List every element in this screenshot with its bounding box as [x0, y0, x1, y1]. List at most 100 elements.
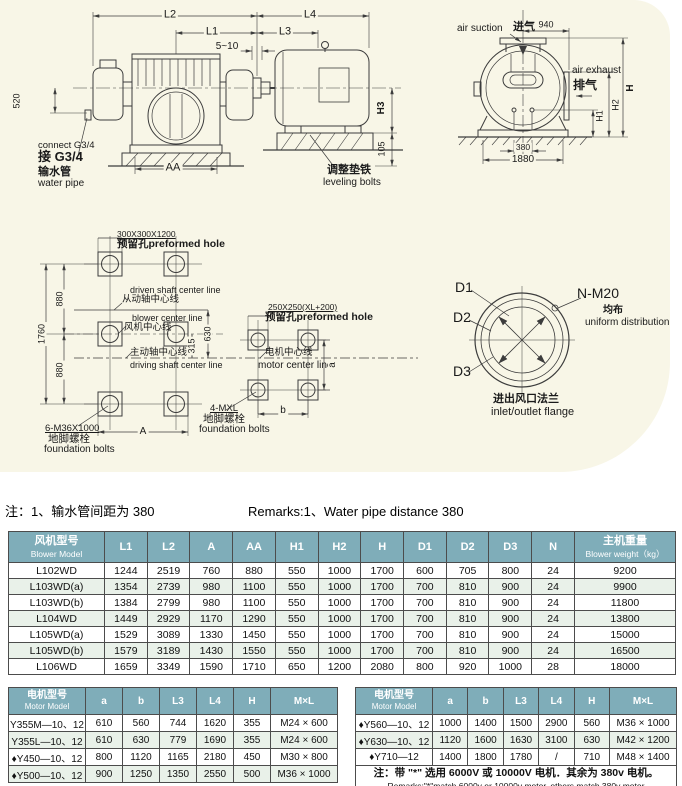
table-cell: M30 × 800	[270, 748, 338, 766]
table-cell: 550	[274, 562, 319, 579]
column-header: A	[189, 531, 234, 563]
table-cell: 355	[233, 731, 271, 749]
blower-center-cn-label: 风机中心线	[124, 322, 172, 333]
table-cell: 2929	[146, 610, 191, 627]
driven-shaft-cn-label: 从动轴中心线	[122, 294, 180, 305]
bolt-spec-n-m20-label: N-M20	[577, 285, 620, 301]
water-pipe-en-label: water pipe	[38, 178, 85, 189]
foundation-bolt-spec-right: 4-MXL	[210, 403, 238, 414]
table-cell: 1250	[122, 765, 160, 783]
table-cell: 1000	[317, 642, 362, 659]
water-pipe-cn-label: 输水管	[38, 166, 71, 178]
table-cell: 1500	[502, 714, 540, 732]
driven-shaft-en-label: driven shaft center line	[130, 285, 221, 295]
table-cell: 980	[189, 578, 234, 595]
model-cell: ♦Y630—10、12	[355, 731, 433, 749]
table-cell: 1330	[189, 626, 234, 643]
table-cell: 800	[85, 748, 123, 766]
column-header: L4	[538, 687, 575, 715]
dim-380-label: 380	[513, 141, 533, 152]
table-cell: 1000	[431, 714, 469, 732]
foundation-bolt-spec-left: 6-M36X1000	[45, 423, 100, 434]
column-header: D2	[445, 531, 490, 563]
table-cell: 1120	[122, 748, 160, 766]
column-header: D3	[488, 531, 533, 563]
driving-shaft-en-label: driving shaft center line	[130, 360, 223, 370]
table-cell: 1590	[189, 658, 234, 675]
table-cell: 705	[445, 562, 490, 579]
dim-105-label: 105	[376, 141, 387, 157]
table-cell: 700	[403, 594, 447, 611]
dim-h1-label: H1	[594, 110, 605, 122]
air-suction-en-label: air suction	[457, 23, 503, 34]
model-cell: Y355L—10、12	[8, 731, 86, 749]
air-suction-cn-label: 进气	[513, 21, 535, 33]
dim-b-label: b	[278, 405, 288, 416]
table-cell: M24 × 600	[270, 714, 338, 732]
table-cell: 1780	[502, 748, 540, 766]
table-cell: 900	[488, 578, 533, 595]
column-header: L3	[159, 687, 197, 715]
flange-drawing: D1 D2 D3 N-M20 均布 uniform distribution 进…	[425, 252, 675, 434]
column-header: H1	[274, 531, 319, 563]
dim-l4-label: L4	[301, 8, 319, 21]
table-cell: 28	[531, 658, 575, 675]
foundation-bolt-cn-right: 地脚螺栓	[203, 413, 245, 425]
column-header: D1	[403, 531, 447, 563]
table-cell: 1000	[317, 578, 362, 595]
dim-630-label: 630	[202, 324, 213, 344]
dim-1880-label: 1880	[509, 154, 537, 165]
flange-caption-en: inlet/outlet flange	[491, 406, 575, 418]
header-en: Motor Model	[24, 702, 70, 712]
table-cell: 900	[488, 626, 533, 643]
uniform-cn-label: 均布	[603, 305, 623, 316]
table-cell: 550	[274, 626, 319, 643]
connect-cn-label: 接 G3/4	[38, 149, 83, 164]
note-row: 注：带 "*" 选用 6000V 或 10000V 电机．其余为 380v 电机…	[355, 765, 677, 786]
dim-1760-label: 1760	[36, 321, 47, 347]
table-cell: 700	[403, 626, 447, 643]
table-cell: 810	[445, 642, 490, 659]
table-cell: 15000	[574, 626, 676, 643]
table-cell: 18000	[574, 658, 676, 675]
table-cell: 9200	[574, 562, 676, 579]
table-cell: 560	[573, 714, 611, 732]
column-header: H	[233, 687, 271, 715]
table-cell: 1170	[189, 610, 234, 627]
table-cell: 2180	[196, 748, 234, 766]
dim-880-bottom-label: 880	[54, 360, 65, 380]
dim-940-label: 940	[536, 19, 556, 30]
leveling-cn-label: 调整垫铁	[327, 164, 371, 176]
model-cell: L104WD	[8, 610, 105, 627]
table-cell: 1800	[467, 748, 504, 766]
table-cell: 1620	[196, 714, 234, 732]
table-cell: 1100	[232, 594, 276, 611]
table-cell: M36 × 1000	[609, 714, 677, 732]
table-cell: 2900	[538, 714, 575, 732]
table-cell: 2519	[146, 562, 191, 579]
table-cell: 900	[488, 610, 533, 627]
table-cell: 1000	[317, 610, 362, 627]
foundation-bolt-en-left: foundation bolts	[44, 444, 115, 455]
foundation-plan-drawing: 300X300X1200 预留孔preformed hole driven sh…	[18, 224, 438, 470]
table-cell: 810	[445, 578, 490, 595]
table-cell: 630	[122, 731, 160, 749]
table-cell: 24	[531, 578, 575, 595]
table-cell: 1690	[196, 731, 234, 749]
table-cell: 880	[232, 562, 276, 579]
table-cell: 550	[274, 610, 319, 627]
table-cell: 1700	[360, 610, 405, 627]
dim-aa-label: AA	[163, 161, 183, 174]
dim-315-label: 315	[186, 336, 197, 356]
table-cell: 3189	[146, 642, 191, 659]
table-cell: 900	[488, 594, 533, 611]
table-cell: 900	[488, 642, 533, 659]
table-note-en: Remarks:"*"match 6000v or 10000v motor, …	[387, 780, 645, 786]
table-cell: 1400	[431, 748, 469, 766]
